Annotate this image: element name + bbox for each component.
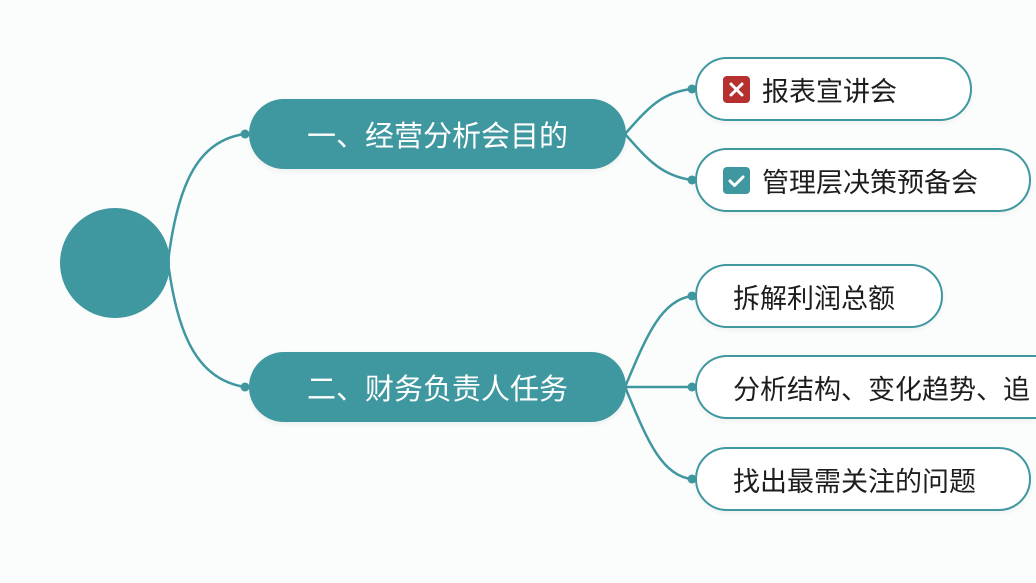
leaf-node-report-briefing[interactable]: 报表宣讲会	[695, 57, 972, 121]
connector-dot	[240, 382, 250, 392]
check-icon	[723, 166, 750, 194]
connector-dot	[687, 291, 697, 301]
connector-dot	[687, 175, 697, 185]
branch-label: 二、财务负责人任务	[306, 372, 568, 406]
branch-label: 一、经营分析会目的	[306, 119, 568, 153]
cross-icon	[723, 75, 750, 103]
connector-branch-2-to-leaf-1	[623, 294, 693, 388]
leaf-node-structure-analysis[interactable]: 分析结构、变化趋势、追	[695, 355, 1036, 419]
connector-dot	[240, 129, 250, 139]
connector-root-to-branch-2	[166, 261, 246, 389]
connector-dot	[687, 84, 697, 94]
connector-dot	[687, 382, 697, 392]
leaf-node-key-issues[interactable]: 找出最需关注的问题	[695, 447, 1031, 511]
connector-root-to-branch-1	[166, 132, 246, 263]
leaf-label: 管理层决策预备会	[762, 167, 978, 199]
connector-branch-1-to-leaf-1	[624, 87, 693, 135]
leaf-node-profit-breakdown[interactable]: 拆解利润总额	[695, 264, 943, 328]
leaf-label: 报表宣讲会	[762, 76, 897, 108]
leaf-label: 找出最需关注的问题	[733, 466, 976, 498]
connector-branch-2-to-leaf-3	[623, 386, 693, 481]
leaf-label: 拆解利润总额	[733, 283, 895, 315]
leaf-node-management-decision[interactable]: 管理层决策预备会	[695, 148, 1031, 212]
leaf-label: 分析结构、变化趋势、追	[733, 374, 1030, 406]
connector-dot	[687, 474, 697, 484]
connector-branch-1-to-leaf-2	[624, 133, 693, 182]
mindmap-root-node[interactable]	[60, 208, 170, 318]
branch-node-2[interactable]: 二、财务负责人任务	[249, 352, 626, 422]
branch-node-1[interactable]: 一、经营分析会目的	[249, 99, 626, 169]
